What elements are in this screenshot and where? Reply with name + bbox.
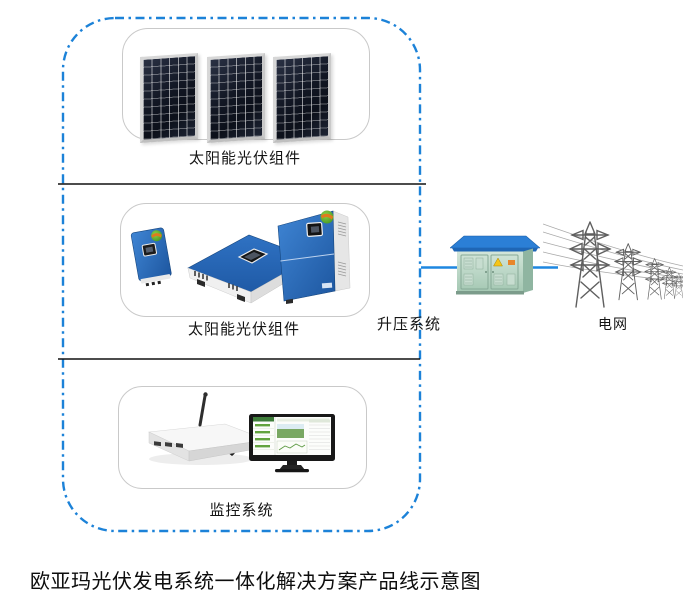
solar-panel-image — [140, 52, 198, 144]
boost-system-label: 升压系统 — [376, 317, 441, 333]
pv-modules-label: 太阳能光伏组件 — [188, 151, 301, 167]
inverters-box — [120, 203, 370, 317]
solar-panel-image — [273, 52, 331, 144]
inverters-image-group — [130, 210, 351, 304]
monitor-image — [249, 414, 335, 473]
pv-modules-box — [122, 28, 370, 144]
monitoring-image-group — [147, 392, 335, 473]
inverter-large-image — [277, 210, 351, 304]
diagram-caption: 欧亚玛光伏发电系统一体化解决方案产品线示意图 — [30, 571, 481, 593]
inverter-small-image — [130, 227, 172, 287]
datalogger-image — [147, 392, 268, 465]
monitoring-box — [118, 386, 367, 489]
power-grid-label: 电网 — [598, 318, 628, 333]
monitoring-label: 监控系统 — [209, 503, 274, 519]
dashed-boundary — [61, 16, 422, 533]
power-towers-image — [543, 221, 683, 308]
transformer-image — [450, 235, 540, 295]
inverters-label: 太阳能光伏组件 — [187, 322, 300, 338]
solar-panel-image — [207, 52, 265, 144]
